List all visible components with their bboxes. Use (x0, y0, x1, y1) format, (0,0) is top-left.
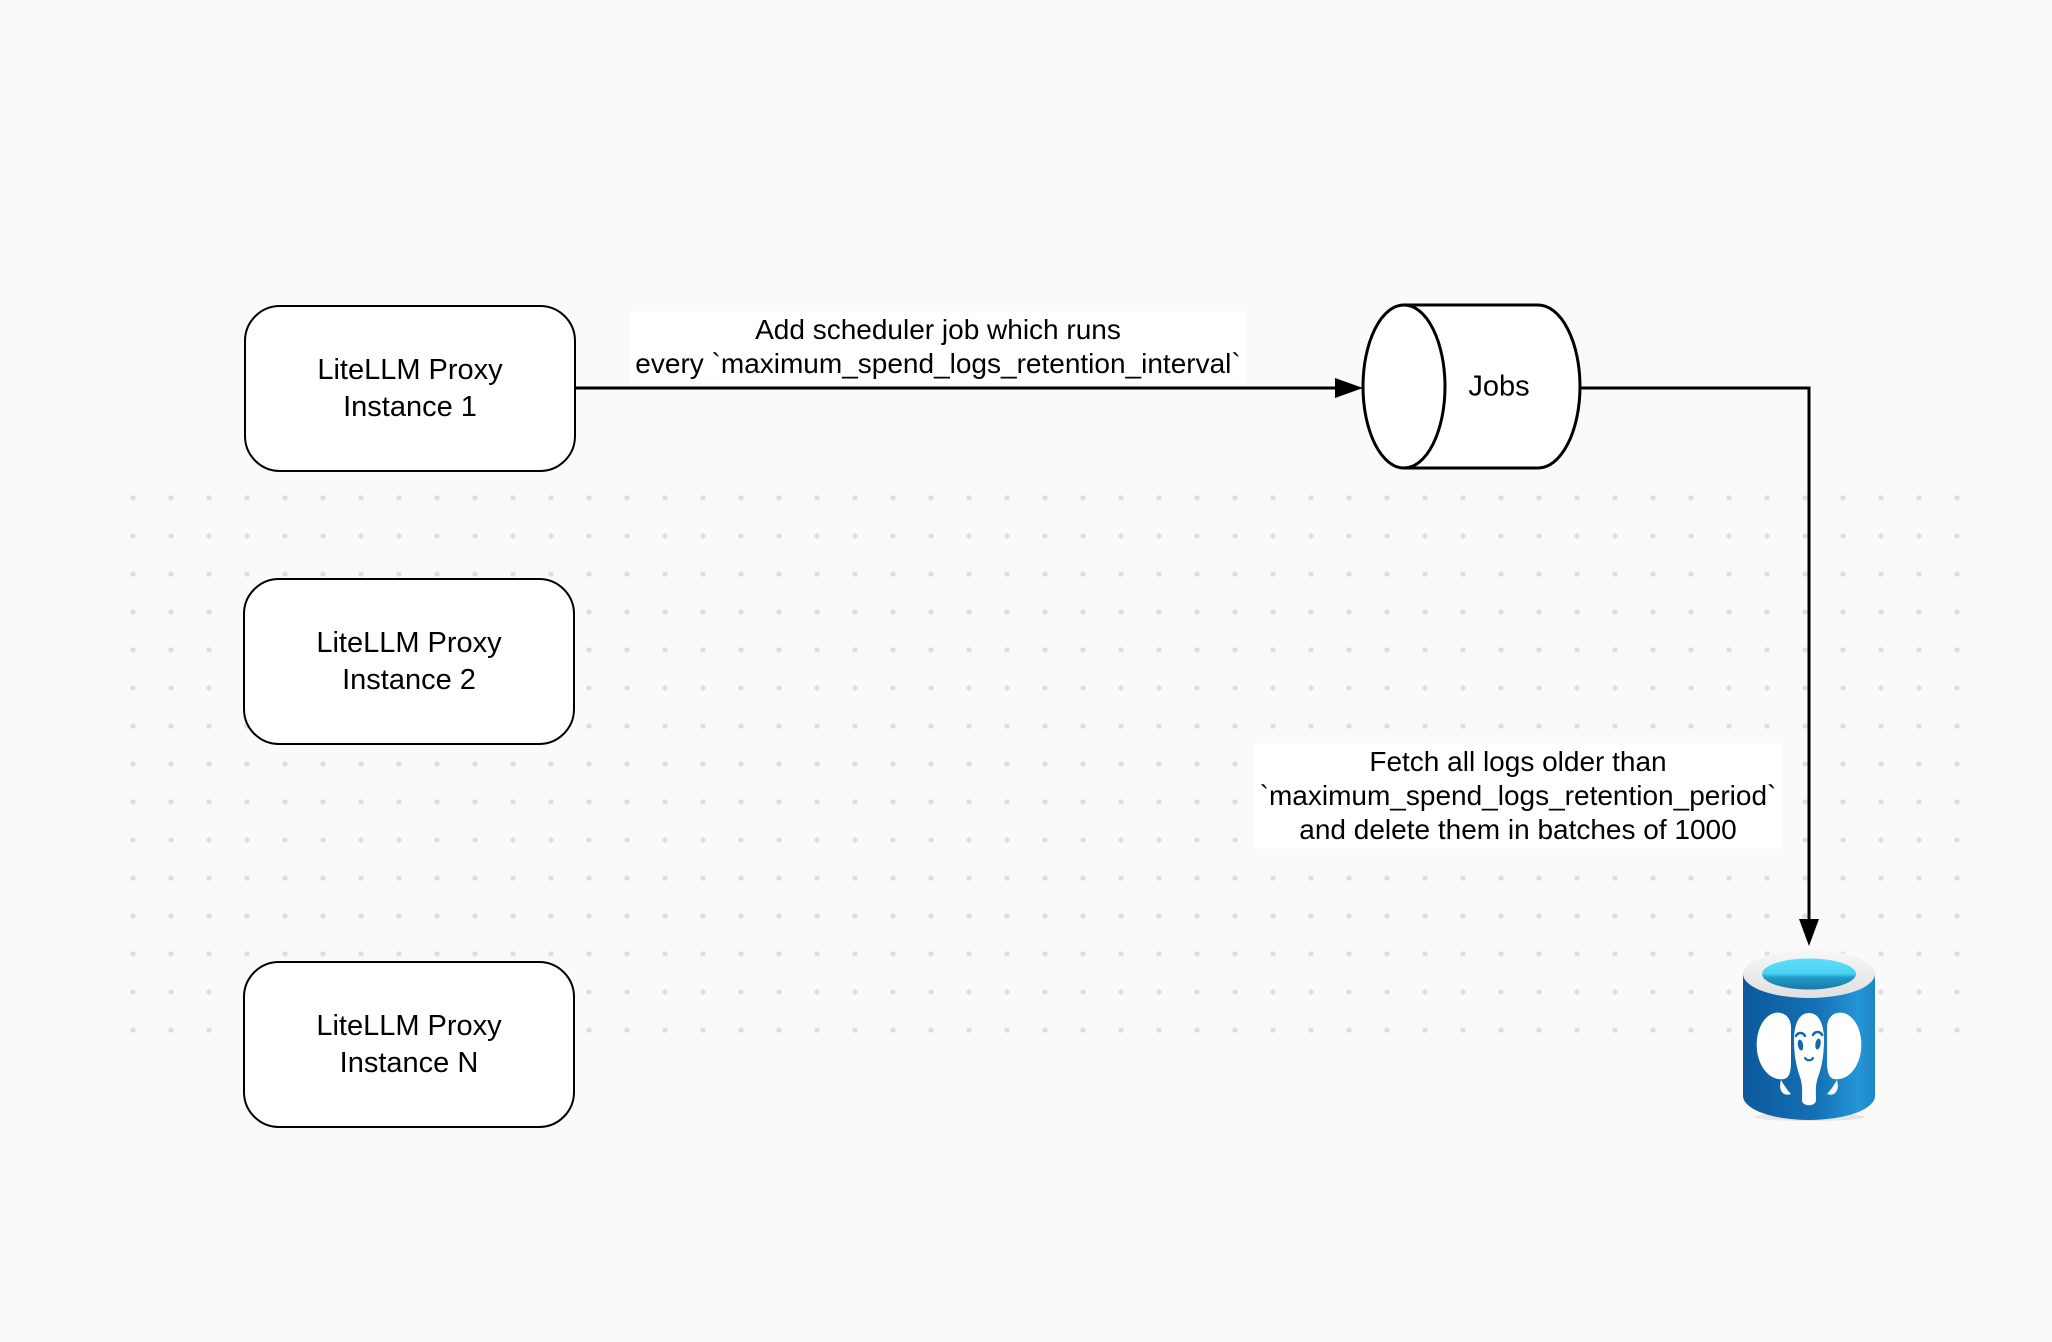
jobs-cylinder-label: Jobs (1468, 370, 1530, 403)
edge-fetch-label: Fetch all logs older than `maximum_spend… (1254, 743, 1782, 849)
postgresql-icon (1743, 950, 1875, 1121)
edge-fetch-arrow (1580, 386, 1819, 946)
node-litellm-proxy-instance-2: LiteLLM Proxy Instance 2 (243, 578, 575, 745)
edge-schedule-arrow (573, 378, 1363, 398)
node-litellm-proxy-instance-n: LiteLLM Proxy Instance N (243, 961, 575, 1128)
node-litellm-proxy-instance-1: LiteLLM Proxy Instance 1 (244, 305, 576, 472)
edge-schedule-label: Add scheduler job which runs every `maxi… (630, 311, 1246, 383)
pg-elephant (1756, 1012, 1862, 1106)
pg-water (1762, 958, 1856, 990)
jobs-cylinder (1361, 303, 1582, 470)
